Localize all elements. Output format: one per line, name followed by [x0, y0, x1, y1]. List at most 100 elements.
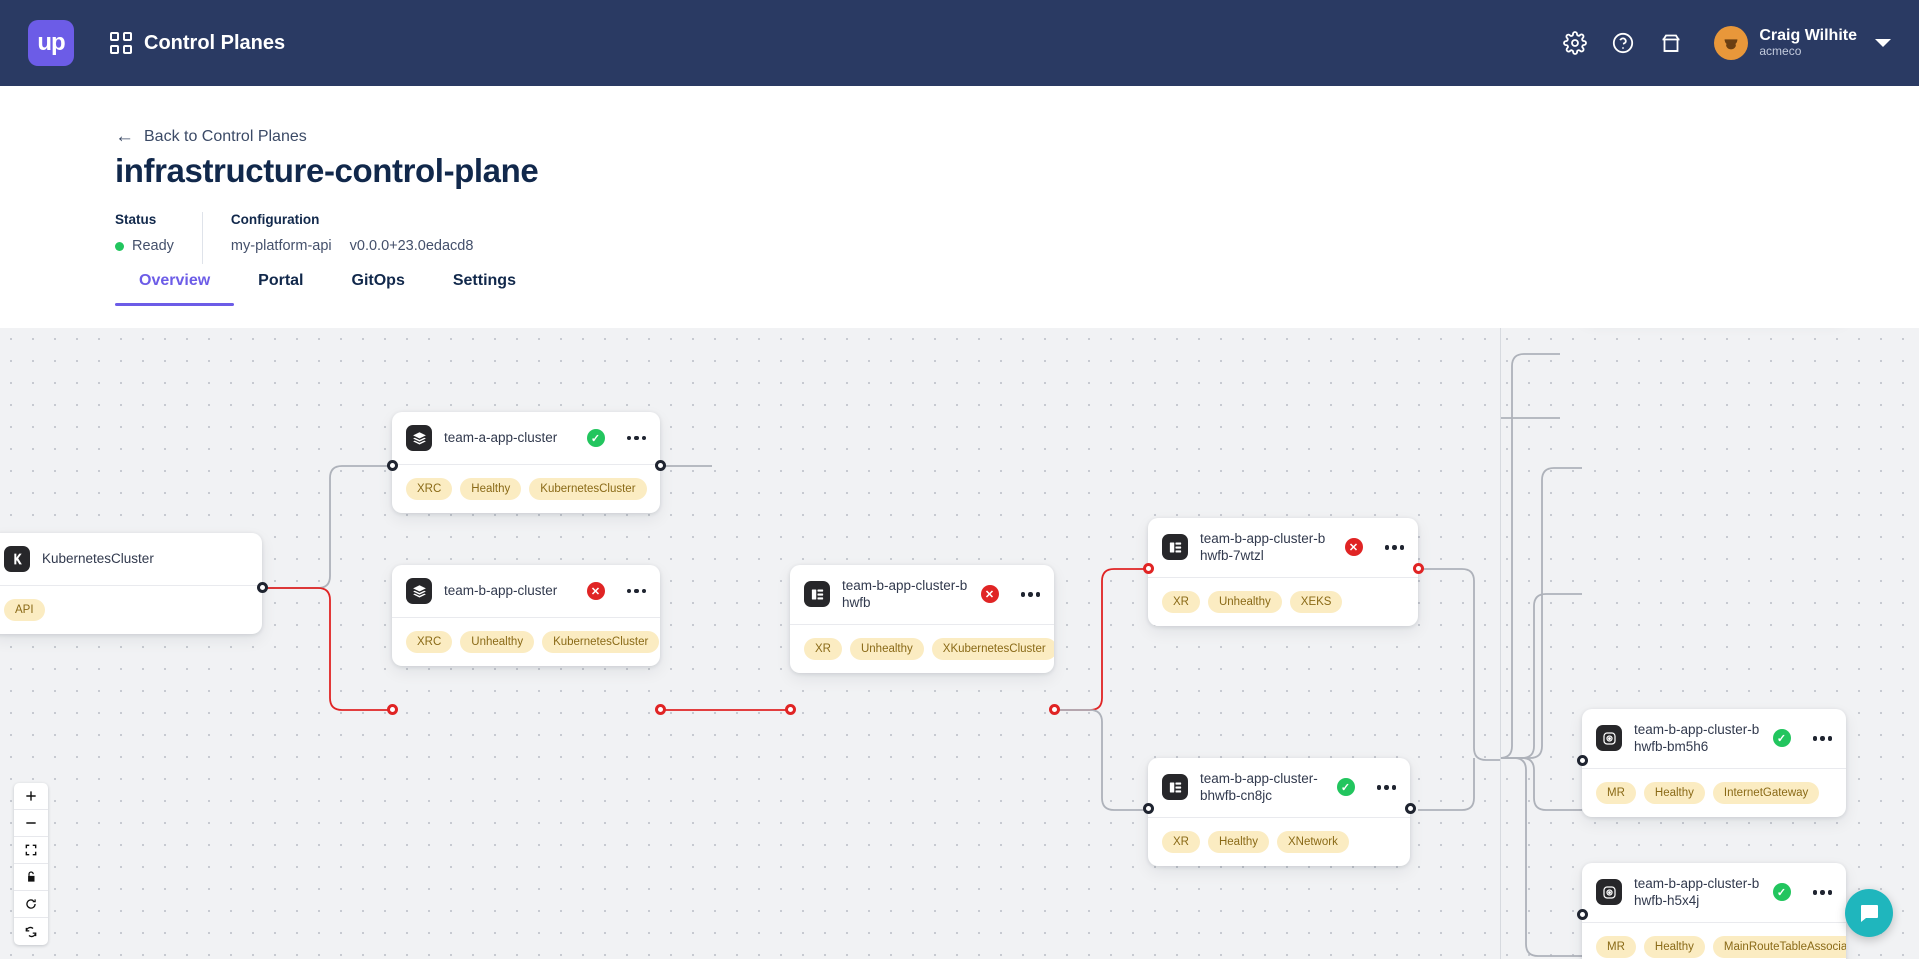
node-menu-button[interactable] — [1020, 592, 1040, 597]
node-header: team-a-app-cluster ✓ — [392, 412, 660, 464]
resource-icon — [804, 581, 830, 608]
zoom-in-icon[interactable] — [14, 783, 48, 810]
graph-node-team-b-app-cluster-bhwfb-7wtzl[interactable]: team-b-app-cluster-bhwfb-7wtzl ✕ XR Unhe… — [1148, 518, 1418, 626]
tag-type: KubernetesCluster — [529, 478, 647, 500]
node-menu-button[interactable] — [1812, 736, 1832, 741]
node-handle-source[interactable] — [1049, 704, 1060, 715]
grid-cell — [110, 45, 119, 54]
node-handle-target[interactable] — [1143, 803, 1154, 814]
status-ok-icon: ✓ — [1772, 729, 1791, 748]
node-handle-target[interactable] — [1577, 755, 1588, 766]
node-handle-source[interactable] — [1413, 563, 1424, 574]
reset-icon[interactable] — [14, 891, 48, 918]
tab-settings[interactable]: Settings — [452, 272, 516, 289]
graph-node-kubernetescluster[interactable]: KubernetesCluster API — [0, 533, 262, 634]
layers-icon — [406, 578, 432, 604]
status-ok-icon: ✓ — [1336, 778, 1355, 797]
graph-node-team-b-app-cluster-bhwfb-bm5h6[interactable]: team-b-app-cluster-bhwfb-bm5h6 ✓ MR Heal… — [1582, 709, 1846, 817]
node-tags: XRC Unhealthy KubernetesCluster — [392, 618, 660, 666]
node-handle-target[interactable] — [785, 704, 796, 715]
node-title: team-b-app-cluster-bhwfb — [842, 578, 968, 611]
status-ok-icon: ✓ — [586, 429, 605, 447]
grid-cell — [110, 32, 119, 41]
tag-health: Healthy — [1207, 830, 1269, 853]
page-header: ← Back to Control Planes infrastructure-… — [0, 86, 1919, 328]
node-handle-target[interactable] — [387, 704, 398, 715]
tag-kind: XR — [1162, 590, 1200, 613]
help-icon[interactable] — [1600, 20, 1646, 66]
node-title: team-b-app-cluster-bhwfb-bm5h6 — [1634, 722, 1760, 755]
tag-type: XEKS — [1289, 590, 1343, 613]
tag-health: Unhealthy — [849, 637, 924, 660]
graph-node-team-b-app-cluster[interactable]: team-b-app-cluster ✕ XRC Unhealthy Kuber… — [392, 565, 660, 666]
tag-type: XNetwork — [1276, 830, 1349, 853]
tab-overview[interactable]: Overview — [115, 272, 235, 306]
resource-graph-canvas[interactable]: KubernetesCluster API team-a-app-cluster… — [0, 328, 1919, 959]
tag-health: Healthy — [460, 478, 522, 500]
node-tags: XR Unhealthy XEKS — [1148, 578, 1418, 626]
node-menu-button[interactable] — [626, 435, 646, 441]
node-handle-source[interactable] — [655, 460, 666, 471]
graph-node-team-b-app-cluster-bhwfb-h5x4j[interactable]: team-b-app-cluster-bhwfb-h5x4j ✓ MR Heal… — [1582, 863, 1846, 959]
status-label: Status — [115, 212, 157, 227]
zoom-out-icon[interactable] — [14, 810, 48, 837]
node-handle-source[interactable] — [1405, 803, 1416, 814]
app-title: Control Planes — [144, 31, 286, 54]
node-handle-target[interactable] — [387, 460, 398, 471]
tag-type: InternetGateway — [1712, 781, 1820, 804]
node-divider — [1582, 767, 1846, 769]
status-dot-icon — [115, 241, 124, 251]
grid-cell — [123, 45, 132, 54]
k8s-icon — [4, 546, 30, 572]
grid-icon[interactable] — [110, 32, 132, 54]
chat-bubble-icon[interactable] — [1845, 889, 1893, 937]
lock-icon[interactable] — [14, 864, 48, 891]
tab-gitops[interactable]: GitOps — [351, 272, 405, 289]
status-block: Status Ready — [115, 212, 174, 264]
tab-bar: Overview Portal GitOps Settings — [115, 272, 540, 306]
gear-icon[interactable] — [1552, 20, 1598, 66]
node-menu-button[interactable] — [1384, 545, 1404, 550]
upbound-logo[interactable]: up — [28, 20, 74, 66]
chevron-down-icon[interactable] — [1875, 39, 1891, 47]
tag-type: MainRouteTableAssociation — [1712, 935, 1846, 958]
node-tags: XR Unhealthy XKubernetesCluster — [790, 625, 1054, 673]
tag-kind: API — [4, 599, 45, 621]
node-handle-source[interactable] — [257, 582, 268, 593]
tag-kind: MR — [1596, 935, 1636, 958]
node-header: team-b-app-cluster-bhwfb-cn8jc ✓ — [1148, 758, 1410, 817]
configuration-label: Configuration — [230, 212, 320, 227]
node-menu-button[interactable] — [1376, 785, 1396, 790]
tag-health: Healthy — [1643, 935, 1705, 958]
node-divider — [392, 617, 660, 618]
graph-node-team-b-app-cluster-bhwfb[interactable]: team-b-app-cluster-bhwfb ✕ XR Unhealthy … — [790, 565, 1054, 673]
node-header: team-b-app-cluster ✕ — [392, 565, 660, 617]
graph-node-team-a-app-cluster[interactable]: team-a-app-cluster ✓ XRC Healthy Kuberne… — [392, 412, 660, 513]
tag-kind: XRC — [406, 478, 453, 500]
configuration-value: my-platform-api v0.0.0+23.0edacd8 — [231, 238, 473, 254]
avatar[interactable] — [1714, 26, 1749, 60]
status-error-icon: ✕ — [980, 585, 999, 604]
back-to-control-planes-link[interactable]: ← Back to Control Planes — [115, 127, 307, 146]
status-error-icon: ✕ — [586, 582, 605, 600]
graph-node-team-b-app-cluster-bhwfb-cn8jc[interactable]: team-b-app-cluster-bhwfb-cn8jc ✓ XR Heal… — [1148, 758, 1410, 866]
node-handle-target[interactable] — [1577, 909, 1588, 920]
resource-icon — [1162, 774, 1188, 801]
sync-icon[interactable] — [14, 918, 48, 945]
tab-portal[interactable]: Portal — [258, 272, 304, 289]
node-header: team-b-app-cluster-bhwfb-7wtzl ✕ — [1148, 518, 1418, 577]
meta-divider — [201, 212, 203, 264]
node-title: team-b-app-cluster-bhwfb-h5x4j — [1634, 876, 1760, 909]
fit-view-icon[interactable] — [14, 837, 48, 864]
grid-cell — [123, 32, 132, 41]
node-handle-source[interactable] — [655, 704, 666, 715]
user-menu[interactable]: Craig Wilhite acmeco — [1759, 27, 1857, 59]
node-menu-button[interactable] — [1812, 890, 1832, 895]
node-menu-button[interactable] — [626, 588, 646, 594]
status-text: Ready — [132, 238, 174, 254]
node-title: team-a-app-cluster — [444, 430, 558, 446]
marketplace-icon[interactable] — [1648, 20, 1694, 66]
tag-kind: XR — [1162, 830, 1200, 853]
tag-health: Unhealthy — [460, 631, 535, 653]
node-handle-target[interactable] — [1143, 563, 1154, 574]
